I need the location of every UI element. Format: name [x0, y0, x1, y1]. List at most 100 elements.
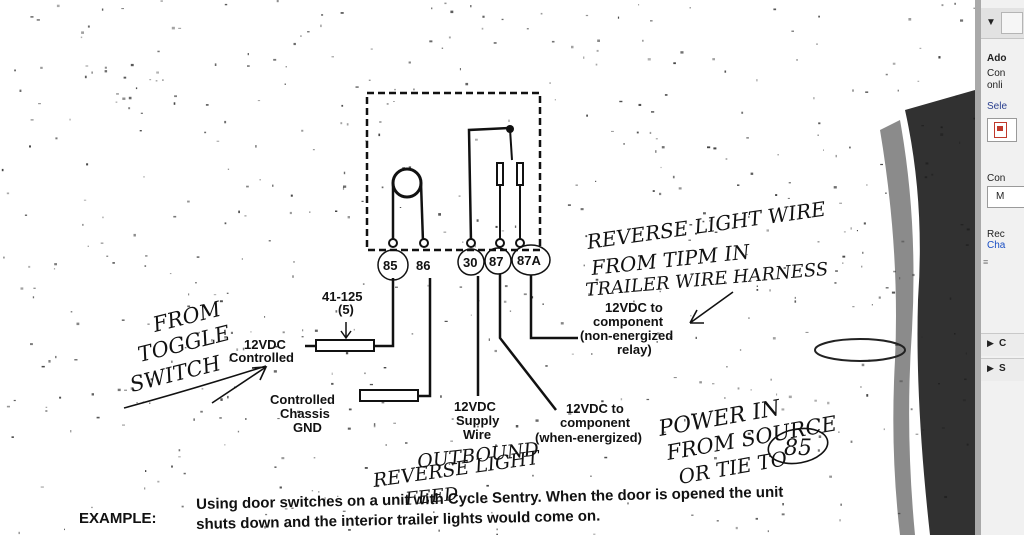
noise-speck — [839, 202, 842, 204]
terminal-87 — [495, 238, 505, 248]
supply-label-line2: Supply — [456, 413, 500, 428]
noise-speck — [835, 270, 838, 272]
noise-speck — [509, 310, 512, 312]
noise-speck — [393, 101, 395, 102]
noise-speck — [386, 103, 389, 105]
ground-label-line2: Chassis — [280, 406, 330, 421]
panel-dropdown[interactable]: M — [987, 186, 1024, 208]
noise-speck — [593, 533, 596, 535]
noise-speck — [361, 200, 364, 202]
noise-speck — [469, 436, 472, 438]
noise-speck — [787, 197, 790, 199]
noise-speck — [755, 517, 758, 520]
noise-speck — [219, 300, 223, 303]
noise-speck — [224, 222, 227, 225]
noise-speck — [312, 149, 315, 151]
noise-speck — [365, 140, 369, 142]
noise-speck — [236, 348, 239, 351]
noise-speck — [238, 210, 240, 214]
noise-speck — [712, 383, 715, 385]
panel-collapsed-section-2[interactable]: ▶ S — [981, 358, 1024, 381]
noise-speck — [195, 282, 197, 284]
noise-speck — [756, 79, 758, 82]
noise-speck — [376, 484, 380, 488]
noise-speck — [123, 76, 127, 79]
noise-speck — [636, 131, 639, 134]
noise-speck — [122, 97, 126, 100]
noise-speck — [571, 353, 574, 355]
noise-speck — [839, 519, 841, 522]
noise-speck — [18, 531, 20, 535]
noise-speck — [737, 184, 740, 186]
panel-change-link[interactable]: Cha — [987, 240, 1006, 251]
noise-speck — [545, 365, 548, 367]
noise-speck — [866, 394, 869, 397]
noise-speck — [426, 522, 430, 524]
component-ne-line3: (non-energized — [580, 328, 673, 343]
noise-speck — [689, 7, 691, 9]
noise-speck — [673, 62, 676, 65]
noise-speck — [750, 389, 752, 391]
noise-speck — [775, 194, 778, 196]
noise-speck — [229, 359, 231, 362]
resize-grip-icon[interactable]: ≡ — [983, 257, 989, 267]
noise-speck — [157, 480, 160, 483]
noise-speck — [345, 352, 349, 355]
noise-speck — [809, 267, 811, 271]
noise-speck — [514, 225, 517, 228]
noise-speck — [337, 495, 339, 497]
terminal-86 — [419, 238, 429, 248]
resistor-41-125 — [315, 339, 375, 352]
noise-speck — [526, 28, 529, 30]
noise-speck — [196, 256, 200, 258]
noise-speck — [496, 533, 498, 535]
noise-speck — [14, 69, 16, 72]
noise-speck — [470, 5, 472, 8]
noise-speck — [300, 35, 302, 37]
panel-section-header[interactable]: ▼ — [981, 8, 1024, 39]
pane-splitter[interactable] — [975, 0, 981, 535]
pdf-file-icon[interactable] — [987, 118, 1017, 142]
noise-speck — [817, 134, 819, 136]
component-ne-line2: component — [593, 314, 664, 329]
noise-speck — [689, 224, 693, 226]
noise-speck — [100, 242, 104, 244]
panel-collapsed-section-1[interactable]: ▶ C — [981, 333, 1024, 356]
noise-speck — [834, 282, 837, 284]
noise-speck — [121, 319, 125, 321]
noise-speck — [843, 231, 846, 233]
noise-speck — [690, 315, 692, 317]
example-label: EXAMPLE: — [79, 510, 157, 527]
noise-speck — [70, 311, 73, 313]
panel-select-link[interactable]: Sele — [987, 101, 1008, 112]
noise-speck — [181, 505, 184, 508]
noise-speck — [595, 493, 597, 496]
noise-speck — [116, 93, 119, 95]
noise-speck — [447, 496, 449, 498]
noise-speck — [183, 472, 186, 475]
noise-speck — [28, 265, 31, 268]
noise-speck — [76, 322, 80, 326]
controlled-label-line1: 12VDC — [244, 337, 287, 352]
scan-noise — [1, 0, 975, 535]
noise-speck — [814, 399, 817, 402]
noise-speck — [302, 329, 304, 332]
noise-speck — [30, 343, 33, 346]
noise-speck — [40, 486, 44, 488]
noise-speck — [214, 63, 217, 66]
noise-speck — [862, 251, 864, 254]
pin-label-86: 86 — [416, 258, 430, 273]
noise-speck — [227, 168, 230, 170]
noise-speck — [866, 184, 868, 186]
noise-speck — [250, 331, 252, 333]
noise-speck — [408, 61, 411, 64]
noise-speck — [362, 283, 365, 285]
collapse-chevron-icon[interactable]: ▼ — [986, 17, 996, 28]
noise-speck — [465, 82, 469, 86]
noise-speck — [661, 146, 665, 149]
noise-speck — [781, 408, 785, 411]
handwritten-arrow-controlled — [211, 366, 268, 404]
noise-speck — [171, 465, 173, 468]
noise-speck — [919, 47, 922, 49]
noise-speck — [87, 25, 90, 28]
